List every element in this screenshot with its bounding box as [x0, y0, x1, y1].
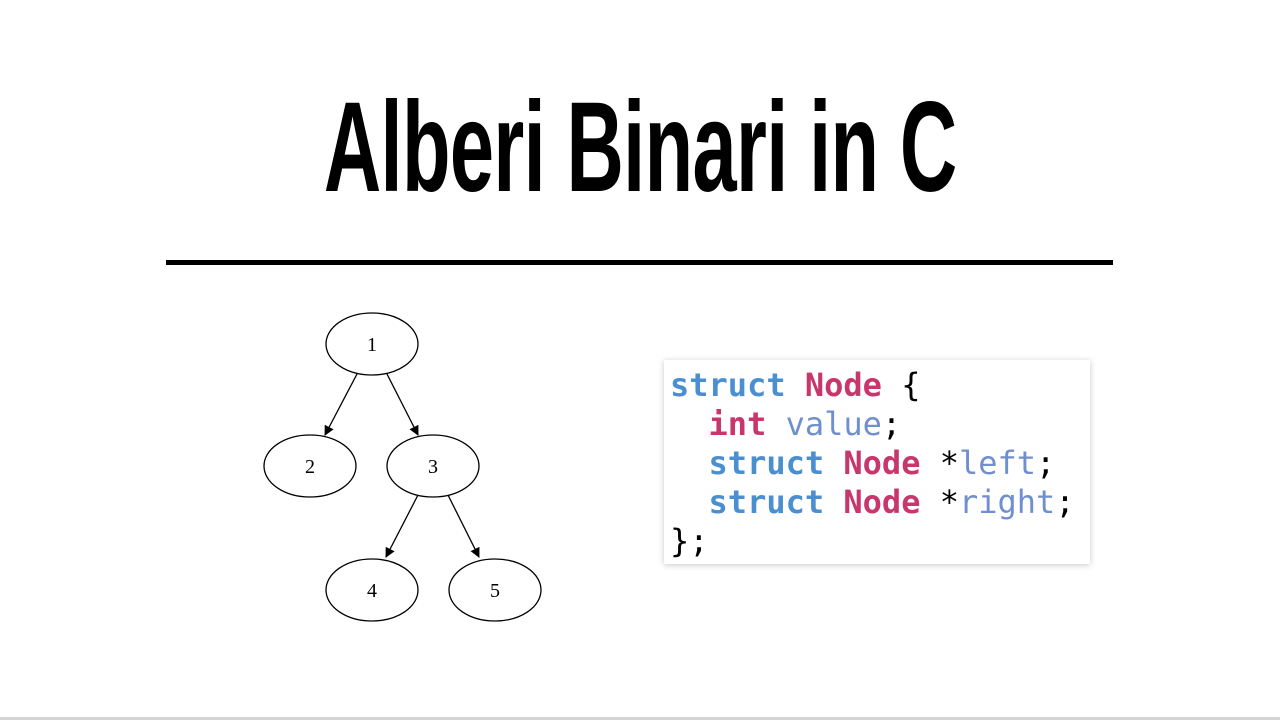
- type-name: Node: [843, 483, 921, 521]
- tree-node-5: 5: [448, 558, 542, 622]
- close-brace: };: [670, 522, 709, 560]
- field-left: left: [958, 444, 1037, 482]
- code-line-2: int value;: [670, 405, 1090, 444]
- code-snippet: struct Node { int value; struct Node *le…: [664, 360, 1090, 564]
- type-name: Node: [804, 366, 882, 404]
- code-line-3: struct Node *left;: [670, 444, 1090, 483]
- tree-node-3: 3: [386, 434, 480, 498]
- type-name: Node: [843, 444, 921, 482]
- indent: [670, 483, 709, 521]
- open-brace: {: [901, 366, 921, 404]
- field-right: right: [958, 483, 1056, 521]
- binary-tree-diagram: 1 2 3 4 5: [250, 300, 560, 630]
- field-value: value: [785, 405, 882, 443]
- binary-tree-svg: 1 2 3 4 5: [263, 312, 542, 622]
- keyword-struct: struct: [670, 366, 786, 404]
- keyword-struct: struct: [708, 483, 825, 521]
- pointer-star: *: [939, 444, 959, 482]
- code-line-5: };: [670, 522, 1090, 561]
- edge-3-4: [385, 494, 419, 558]
- semicolon: ;: [1055, 483, 1075, 521]
- tree-node-3-label: 3: [428, 456, 438, 478]
- tree-node-1-label: 1: [367, 334, 377, 356]
- pointer-star: *: [939, 483, 959, 521]
- tree-node-1: 1: [325, 312, 419, 376]
- page-title-text: Alberi Binari in C: [323, 76, 957, 219]
- edge-1-2: [324, 373, 358, 436]
- indent: [670, 405, 709, 443]
- code-line-1: struct Node {: [670, 366, 1090, 405]
- indent: [670, 444, 709, 482]
- edge-1-3: [386, 373, 419, 436]
- code-line-4: struct Node *right;: [670, 483, 1090, 522]
- keyword-struct: struct: [708, 444, 825, 482]
- tree-node-2-label: 2: [305, 456, 315, 478]
- semicolon: ;: [1036, 444, 1056, 482]
- title-divider: [166, 260, 1113, 265]
- page-title: Alberi Binari in C: [0, 58, 1280, 238]
- tree-node-4: 4: [325, 558, 419, 622]
- tree-node-4-label: 4: [367, 580, 377, 602]
- semicolon: ;: [881, 405, 902, 443]
- edge-3-5: [447, 494, 480, 558]
- tree-node-5-label: 5: [490, 580, 500, 602]
- keyword-int: int: [708, 405, 767, 443]
- bottom-border: [0, 717, 1280, 720]
- tree-node-2: 2: [263, 434, 357, 498]
